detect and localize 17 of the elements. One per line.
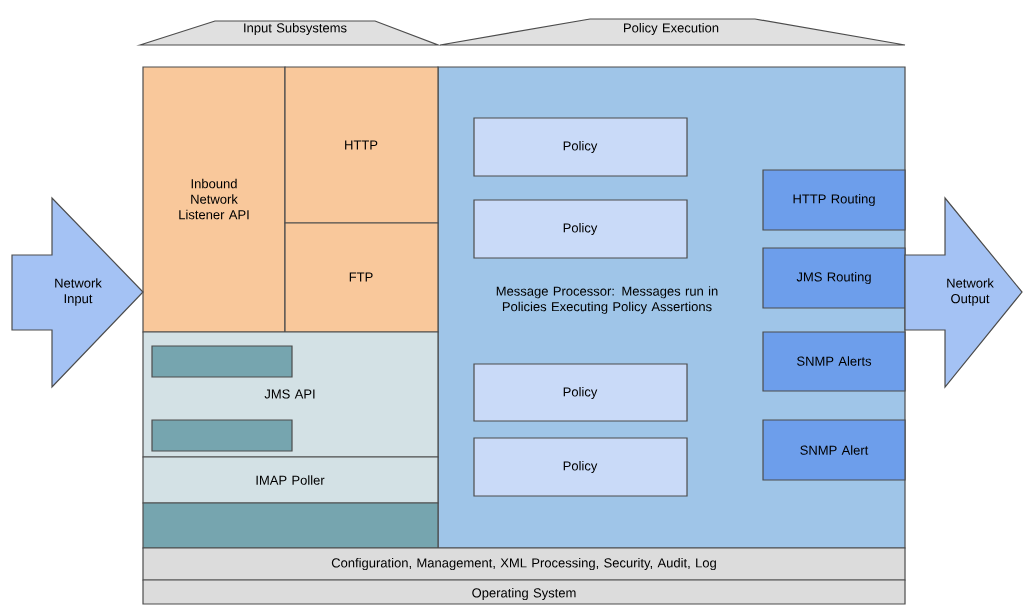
layer-bar: Configuration, Management, XML Processing, Security, Audit, Log	[142, 547, 906, 581]
policy-box: Policy	[473, 199, 688, 259]
component-box	[151, 345, 293, 378]
component-box: FTP	[284, 222, 439, 333]
component-box	[151, 419, 293, 452]
policy-box: Policy	[473, 437, 688, 497]
heading-band: Policy Execution	[439, 18, 906, 46]
component-box: HTTP	[284, 66, 439, 224]
output-box: SNMP Alert	[762, 419, 906, 481]
output-box: HTTP Routing	[762, 169, 906, 231]
policy-box: Policy	[473, 117, 688, 177]
output-box: SNMP Alerts	[762, 331, 906, 392]
policy-box: Policy	[473, 363, 688, 422]
output-box: JMS Routing	[762, 247, 906, 309]
component-box	[142, 502, 439, 549]
layer-bar: Operating System	[142, 579, 906, 605]
component-box: IMAP Poller	[142, 456, 439, 504]
